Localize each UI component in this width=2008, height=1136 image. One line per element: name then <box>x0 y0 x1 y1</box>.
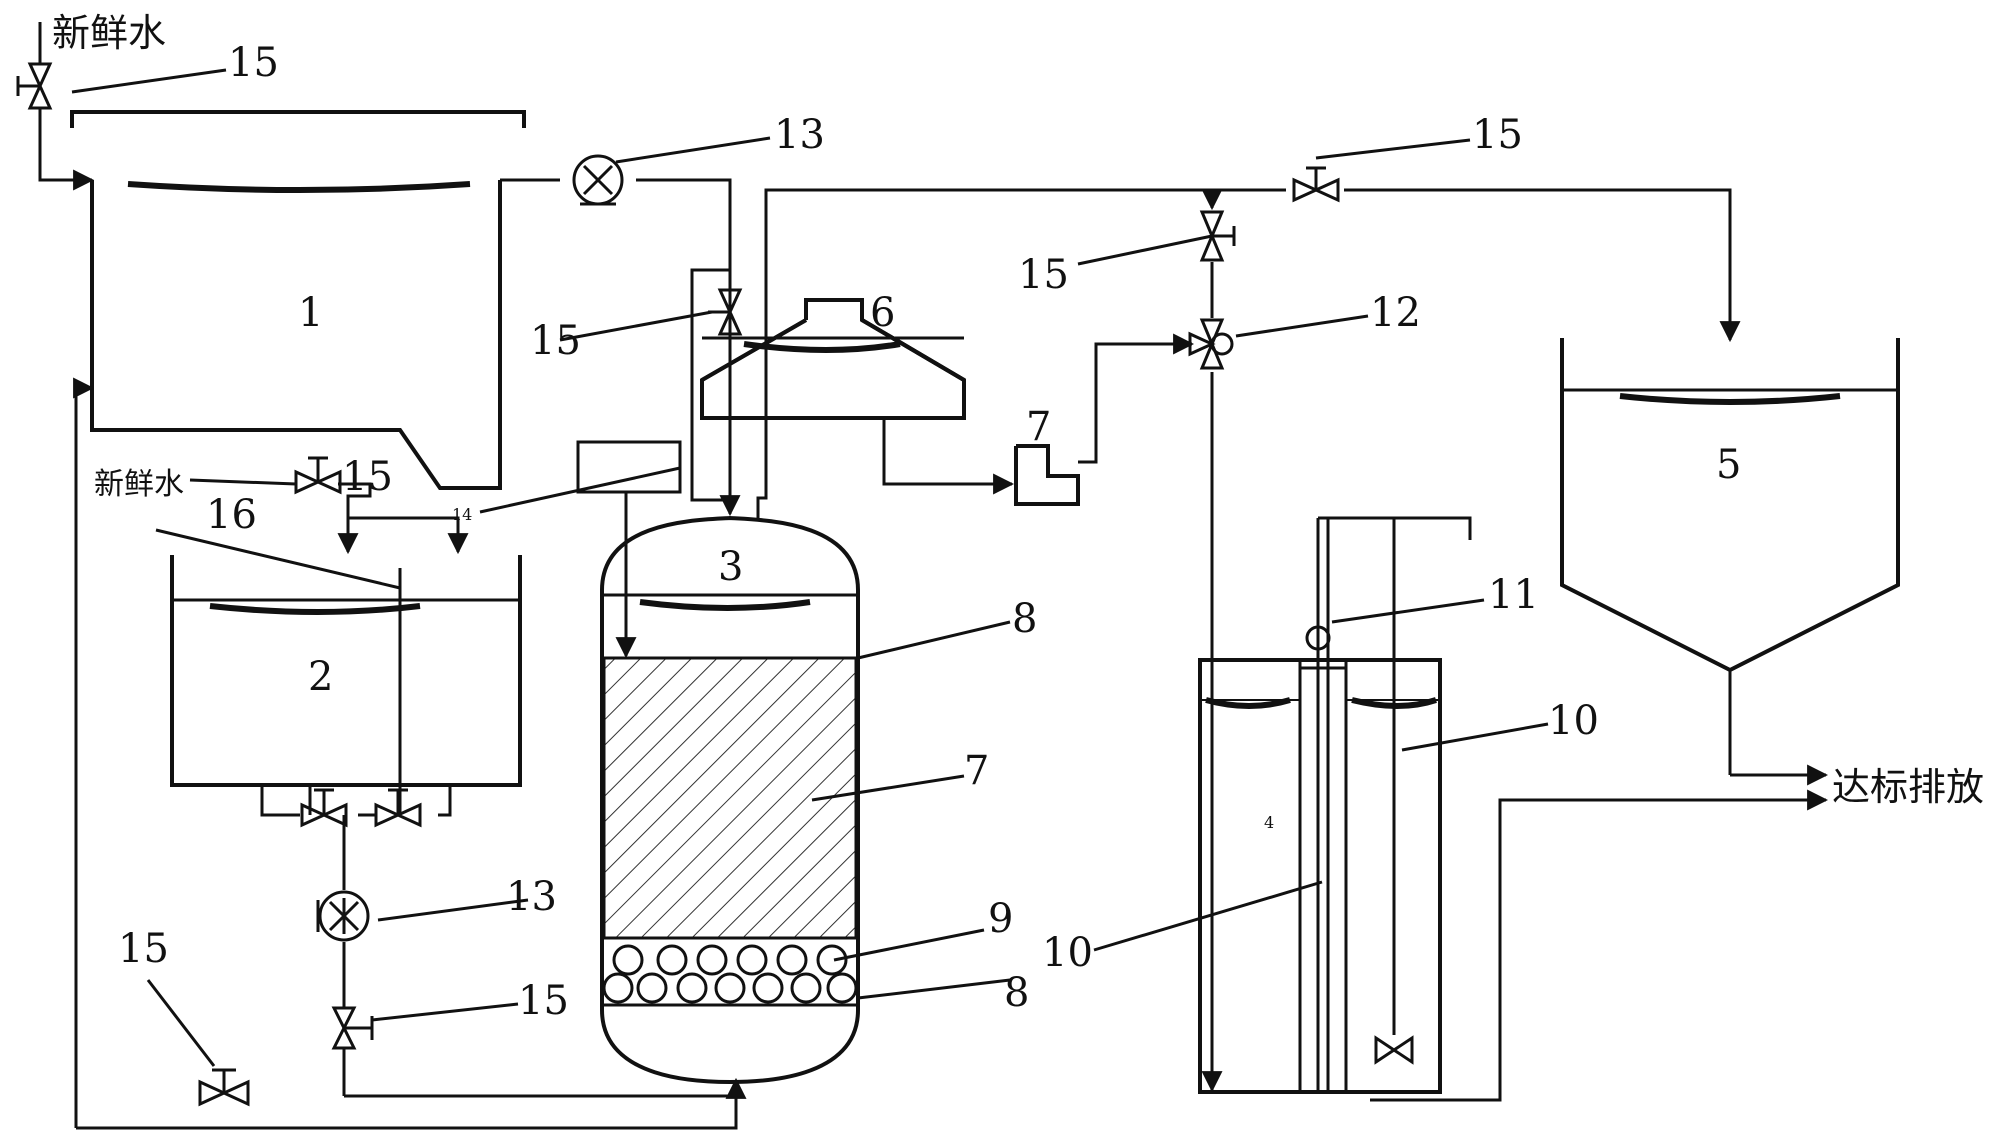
reactor-3 <box>600 515 860 1085</box>
label-11: 11 <box>1488 572 1539 618</box>
label-15-e: 15 <box>342 454 393 500</box>
label-16: 16 <box>206 492 257 538</box>
label-15-g: 15 <box>118 926 169 972</box>
fresh-water-top-label: 新鲜水 <box>52 11 166 55</box>
pump-13-bottom <box>316 890 370 942</box>
tank-5 <box>1560 338 1900 775</box>
label-15-a: 15 <box>228 40 279 86</box>
valves <box>16 62 1340 1107</box>
label-15-c: 15 <box>1018 252 1069 298</box>
tank-4 <box>1198 516 1472 1094</box>
label-2: 2 <box>308 654 333 700</box>
label-8-bottom: 8 <box>1004 970 1029 1016</box>
pump-13-top <box>572 154 624 206</box>
label-15-b: 15 <box>1472 112 1523 158</box>
tank-6-body <box>700 318 966 420</box>
label-7-reactor: 7 <box>964 748 989 794</box>
piping <box>38 22 1829 1130</box>
tank-2 <box>155 528 522 787</box>
label-13-bottom: 13 <box>506 874 557 920</box>
label-8-top: 8 <box>1012 596 1037 642</box>
controller-14 <box>576 440 682 494</box>
discharge-label: 达标排放 <box>1832 765 1984 809</box>
label-1: 1 <box>298 290 323 336</box>
label-10-left: 10 <box>1042 930 1093 976</box>
label-15-f: 15 <box>518 978 569 1024</box>
label-5: 5 <box>1716 442 1741 488</box>
label-7-tank: 7 <box>1026 404 1051 450</box>
label-13-top: 13 <box>774 112 825 158</box>
fresh-water-mid-label: 新鲜水 <box>94 467 184 502</box>
label-15-d: 15 <box>530 318 581 364</box>
dosing-box-7 <box>1014 444 1080 506</box>
label-10-right: 10 <box>1548 698 1599 744</box>
label-3: 3 <box>718 544 743 590</box>
label-9: 9 <box>988 896 1013 942</box>
label-4: 4 <box>1264 813 1274 832</box>
label-12: 12 <box>1370 290 1421 336</box>
label-6: 6 <box>870 290 895 336</box>
label-14: 14 <box>452 505 472 524</box>
